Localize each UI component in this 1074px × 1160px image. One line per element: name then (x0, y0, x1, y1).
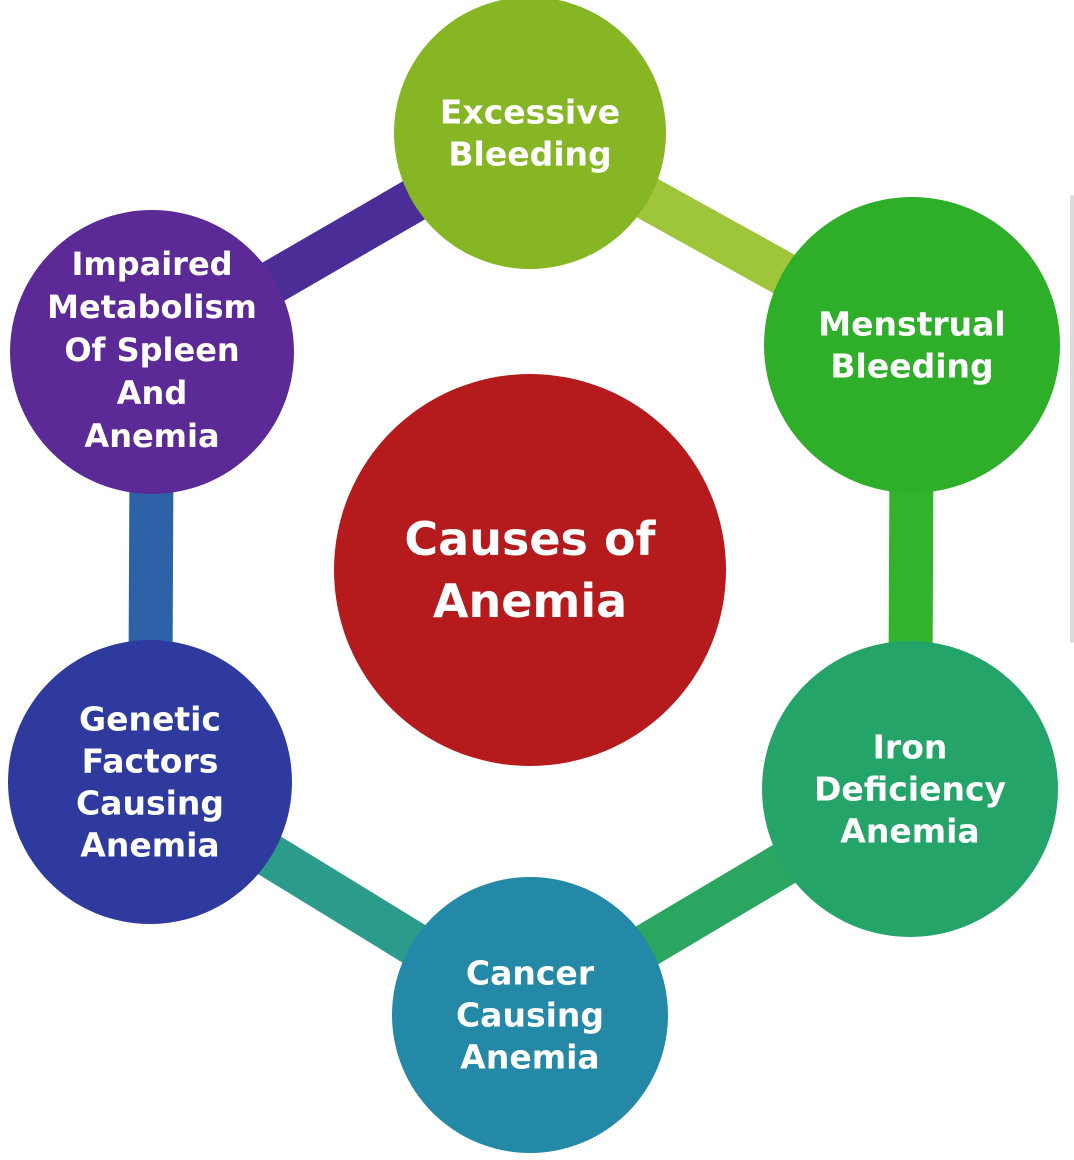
cause-label-line: Bleeding (448, 135, 611, 174)
cause-label-line: Of Spleen (64, 331, 239, 369)
cause-label-line: Metabolism (47, 288, 257, 326)
cause-label-line: Excessive (440, 93, 620, 132)
cause-nodes: ExcessiveBleedingMenstrualBleedingIronDe… (8, 0, 1060, 1153)
right-edge-divider (1070, 195, 1074, 643)
cause-label-line: Anemia (840, 812, 979, 851)
center-label-line: Causes of (404, 512, 656, 566)
cause-label-line: Menstrual (818, 305, 1005, 344)
cause-label-line: Iron (873, 728, 948, 767)
cause-label-line: And (117, 374, 187, 412)
cause-label-line: Genetic (79, 700, 221, 739)
cause-label-line: Deficiency (814, 770, 1006, 809)
cause-label-line: Causing (76, 784, 224, 823)
cause-circle (764, 197, 1060, 493)
cause-label-line: Factors (82, 742, 219, 781)
cause-circle (762, 641, 1058, 937)
cause-circle (8, 640, 292, 924)
center-node: Causes of Anemia (334, 374, 726, 766)
center-circle (334, 374, 726, 766)
cause-label-line: Cancer (466, 954, 595, 993)
cause-circle (394, 0, 666, 269)
cause-label-line: Impaired (71, 245, 232, 283)
cause-circle (10, 210, 294, 494)
cause-label-line: Anemia (80, 826, 219, 865)
cause-label-line: Causing (456, 996, 604, 1035)
cause-circle (392, 877, 668, 1153)
cause-label-line: Anemia (84, 417, 219, 455)
cause-label-line: Bleeding (830, 347, 993, 386)
center-label-line: Anemia (433, 574, 627, 628)
cause-label-line: Anemia (460, 1038, 599, 1077)
